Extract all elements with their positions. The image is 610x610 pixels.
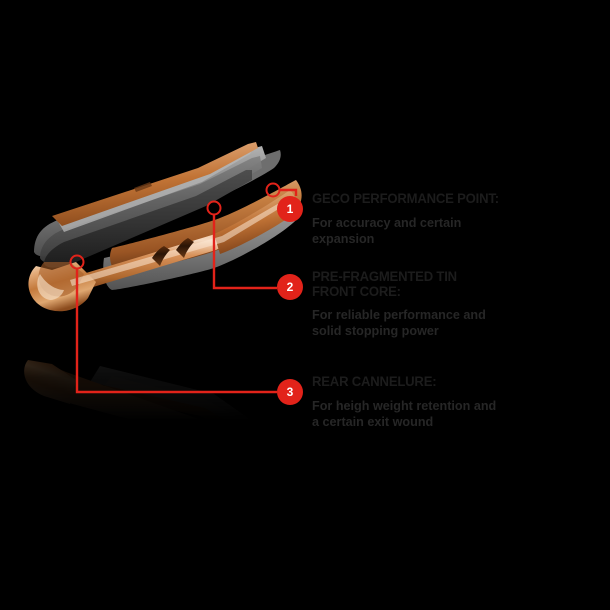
cannelure-groove-2	[176, 238, 194, 258]
jacket-top-rim	[52, 142, 258, 226]
callout-badge-1[interactable]: 1	[277, 196, 303, 222]
callout-2: PRE-FRAGMENTED TIN FRONT CORE: For relia…	[312, 269, 592, 339]
callout-badge-2-number: 2	[286, 280, 294, 294]
callout-1-body: For accuracy and certain expansion	[312, 214, 462, 246]
core-inner-shadow	[44, 170, 252, 268]
top-notch	[134, 182, 152, 192]
callout-3: REAR CANNELURE: For heigh weight retenti…	[312, 374, 592, 430]
base-highlight	[37, 274, 64, 300]
callout-1: GECO PERFORMANCE POINT: For accuracy and…	[312, 191, 592, 247]
cannelure-groove-1	[152, 246, 170, 266]
callout-badge-1-number: 1	[286, 202, 294, 216]
rear-jacket-strip	[110, 180, 302, 274]
callout-3-body: For heigh weight retention and a certain…	[312, 397, 497, 429]
bullet-svg	[24, 142, 302, 420]
bullet-reflection	[24, 360, 251, 420]
callout-badge-3[interactable]: 3	[277, 379, 303, 405]
callout-badge-3-number: 3	[286, 385, 294, 399]
cutaway-bullet-illustration	[0, 140, 310, 420]
callout-2-title: PRE-FRAGMENTED TIN FRONT CORE:	[312, 269, 457, 299]
callout-2-body: For reliable performance and solid stopp…	[312, 307, 486, 338]
callout-1-title: GECO PERFORMANCE POINT:	[312, 191, 499, 206]
callout-3-title: REAR CANNELURE:	[312, 374, 437, 389]
callout-badge-2[interactable]: 2	[277, 274, 303, 300]
